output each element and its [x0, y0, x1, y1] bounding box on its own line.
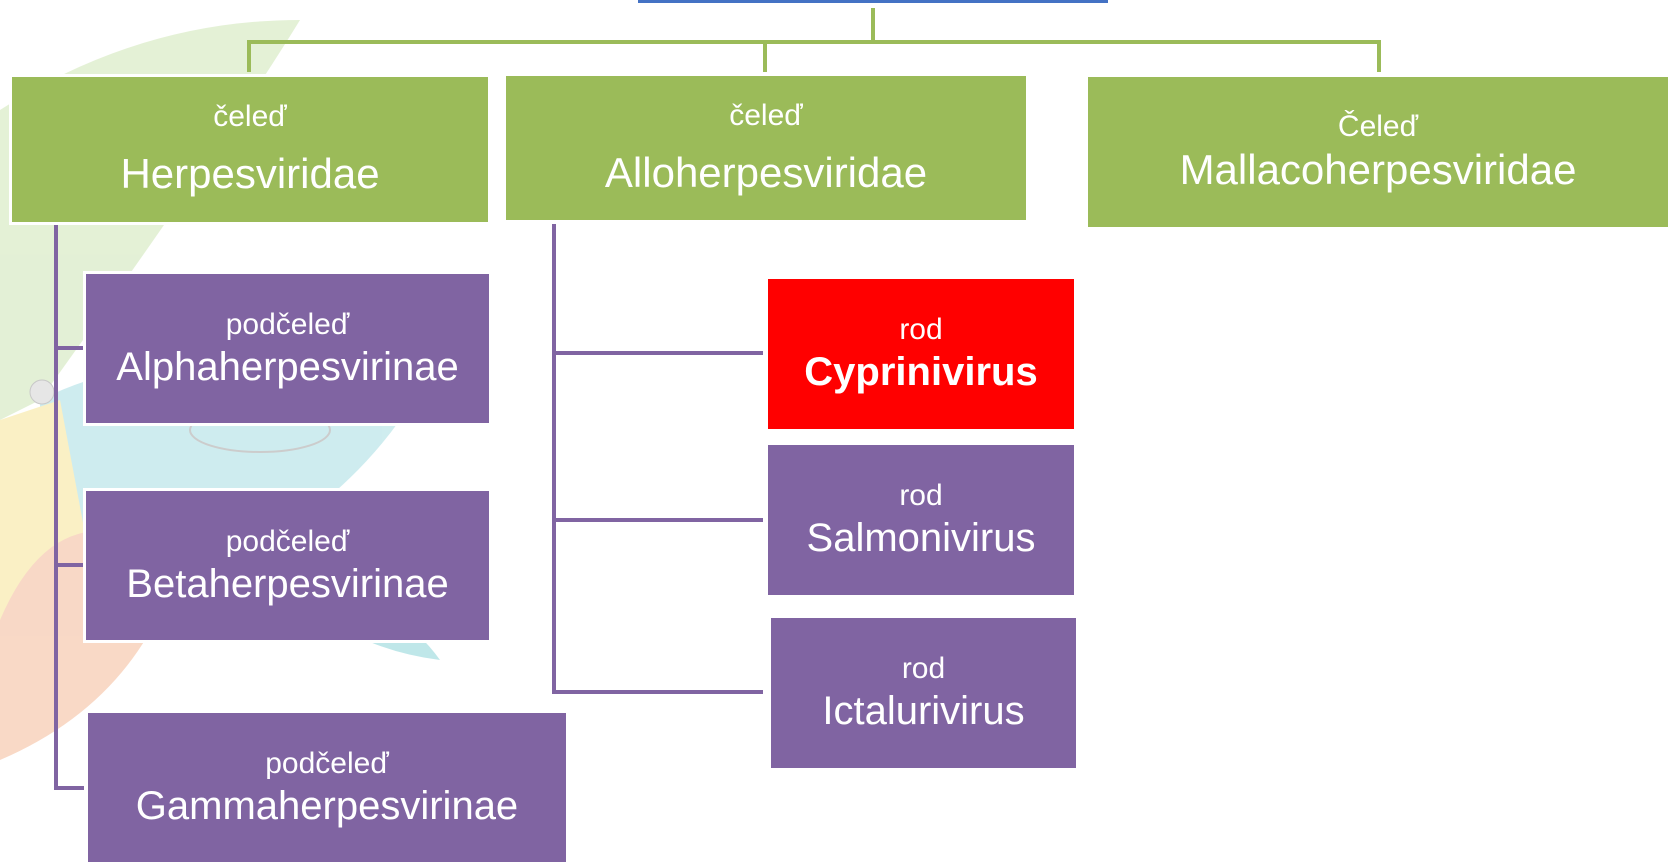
genus-box-ictalurivirus[interactable]: rod Ictalurivirus: [771, 618, 1076, 768]
genus-name-label: Salmonivirus: [807, 514, 1036, 562]
connector-family-3: [1377, 40, 1381, 72]
connector-genus-2: [552, 518, 763, 522]
connector-subfamily-2: [54, 563, 84, 567]
subfamily-name-label: Alphaherpesvirinae: [116, 343, 458, 391]
connector-family-1: [247, 40, 251, 72]
family-name-label: Mallacoherpesviridae: [1180, 145, 1577, 195]
connector-genus-3: [552, 690, 763, 694]
subfamily-box-alphaherpesvirinae[interactable]: podčeleď Alphaherpesvirinae: [83, 271, 492, 426]
connector-root-stem: [871, 8, 875, 42]
subfamily-box-betaherpesvirinae[interactable]: podčeleď Betaherpesvirinae: [83, 488, 492, 643]
connector-genus-stem: [552, 224, 556, 694]
genus-box-cyprinivirus[interactable]: rod Cyprinivirus: [768, 279, 1074, 429]
family-name-label: Alloherpesviridae: [605, 148, 927, 198]
subfamily-name-label: Betaherpesvirinae: [126, 560, 448, 608]
top-bar: [638, 0, 1108, 3]
family-name-label: Herpesviridae: [120, 149, 379, 199]
subfamily-name-label: Gammaherpesvirinae: [136, 782, 518, 830]
family-box-herpesviridae[interactable]: čeleď Herpesviridae: [9, 74, 491, 225]
subfamily-rank-label: podčeleď: [265, 746, 389, 782]
family-rank-label: čeleď: [729, 98, 802, 134]
family-box-alloherpesviridae[interactable]: čeleď Alloherpesviridae: [506, 76, 1026, 220]
genus-rank-label: rod: [899, 478, 942, 514]
connector-family-2: [763, 40, 767, 72]
family-rank-label: čeleď: [213, 99, 286, 135]
genus-box-salmonivirus[interactable]: rod Salmonivirus: [768, 445, 1074, 595]
connector-genus-1: [552, 351, 763, 355]
genus-rank-label: rod: [902, 651, 945, 687]
connector-subfamily-stem: [54, 224, 58, 789]
connector-subfamily-1: [54, 346, 84, 350]
genus-name-label: Cyprinivirus: [804, 348, 1037, 396]
subfamily-rank-label: podčeleď: [226, 524, 350, 560]
connector-subfamily-3: [54, 786, 84, 790]
family-box-mallacoherpesviridae[interactable]: Čeleď Mallacoherpesviridae: [1088, 77, 1668, 227]
connector-family-bar: [247, 40, 1380, 44]
genus-name-label: Ictalurivirus: [822, 687, 1024, 735]
subfamily-box-gammaherpesvirinae[interactable]: podčeleď Gammaherpesvirinae: [88, 713, 566, 862]
node-dot-icon: [30, 380, 54, 404]
subfamily-rank-label: podčeleď: [226, 307, 350, 343]
family-rank-label: Čeleď: [1338, 109, 1418, 145]
genus-rank-label: rod: [899, 312, 942, 348]
